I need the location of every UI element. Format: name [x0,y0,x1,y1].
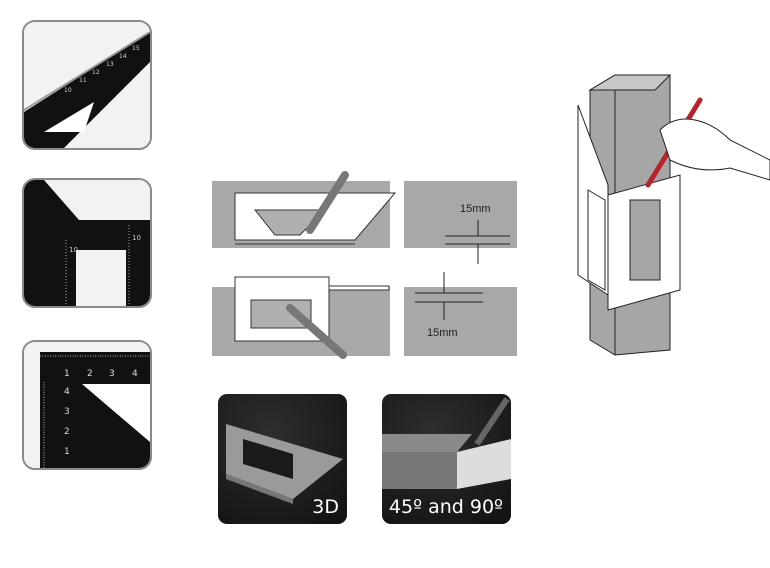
svg-text:3: 3 [109,369,115,379]
angle-cut-image [382,397,511,489]
svg-text:4: 4 [132,369,138,379]
svg-text:1: 1 [64,369,70,379]
svg-text:10: 10 [132,234,141,242]
board-panel-2 [404,181,517,248]
pencil-icon [306,171,349,234]
measure-label-top: 15mm [460,203,491,215]
thumbnail-corner: 10 10 [22,178,152,308]
post-marking-illustration [577,74,770,356]
svg-text:10: 10 [64,87,72,94]
ruler-corner-image: 10 10 [24,180,150,306]
ruler-tip-image: 10 11 12 13 14 15 [24,22,150,148]
svg-text:2: 2 [87,369,93,379]
ruler-square-image: 1 2 3 4 4 3 2 1 [24,342,150,468]
svg-text:13: 13 [106,61,114,68]
tile-3d: 3D [218,394,347,524]
pencil-icon-2 [286,304,347,359]
tile-label-angles: 45º and 90º [388,496,503,518]
thumbnail-square-corner: 1 2 3 4 4 3 2 1 [22,340,152,470]
tile-angles: 45º and 90º [382,394,511,524]
marking-diagrams [212,171,517,359]
svg-text:10: 10 [69,246,78,254]
board-panel-4 [404,287,517,356]
thumbnail-triangle-tip: 10 11 12 13 14 15 [22,20,152,150]
svg-text:11: 11 [79,77,87,84]
3d-square-image [226,424,343,504]
svg-text:3: 3 [64,407,70,417]
svg-text:2: 2 [64,427,70,437]
svg-text:12: 12 [92,69,100,76]
hand-icon [659,118,770,181]
svg-text:4: 4 [64,387,70,397]
svg-text:14: 14 [119,53,127,60]
tile-label-3d: 3D [312,496,339,518]
measure-label-bottom: 15mm [427,327,458,339]
svg-text:15: 15 [132,45,140,52]
svg-text:1: 1 [64,447,70,457]
